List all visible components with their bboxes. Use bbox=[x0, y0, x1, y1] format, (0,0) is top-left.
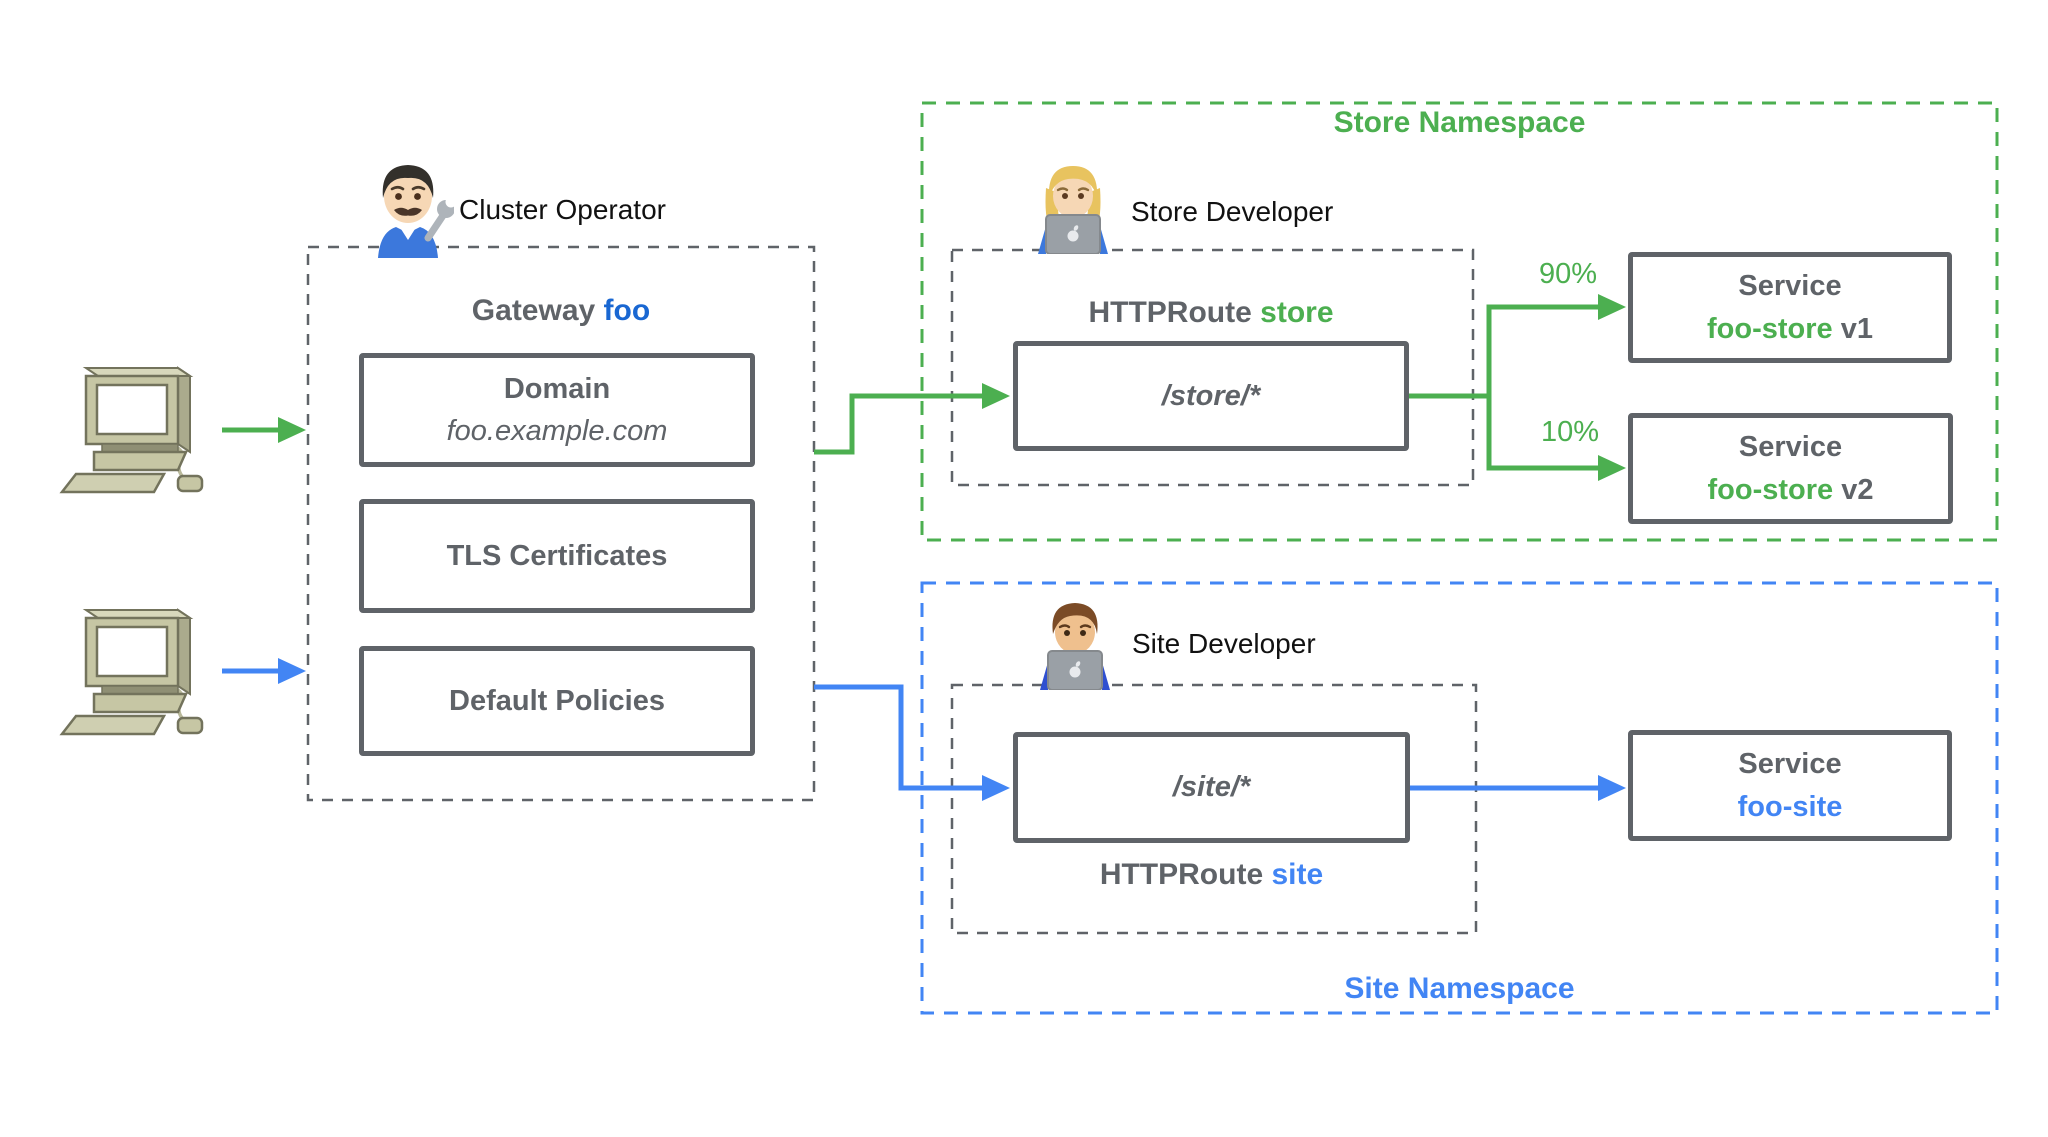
cluster-operator-label: Cluster Operator bbox=[459, 194, 666, 225]
screen bbox=[95, 625, 169, 678]
tls-certificates-label: TLS Certificates bbox=[446, 539, 668, 572]
site-service-arrowhead bbox=[1598, 775, 1626, 801]
site-route-path: /site/* bbox=[1172, 771, 1251, 804]
service-foo-store-v2-box: Service foo-store v2 bbox=[1628, 413, 1953, 524]
client-site-arrowhead bbox=[278, 658, 306, 684]
store-route-path: /store/* bbox=[1161, 379, 1261, 412]
service-version: v2 bbox=[1841, 473, 1874, 506]
store-httproute-kind: HTTPRoute bbox=[1088, 296, 1252, 329]
store-httproute-dashed-box bbox=[950, 248, 1475, 487]
split-90-label: 90% bbox=[1538, 258, 1598, 290]
site-httproute-name: site bbox=[1271, 858, 1324, 891]
domain-box: Domain foo.example.com bbox=[359, 353, 755, 467]
store-httproute-name: store bbox=[1260, 296, 1334, 329]
gateway-site-route-line bbox=[814, 684, 982, 791]
mustache bbox=[394, 207, 422, 216]
store-httproute-label: HTTPRoute store bbox=[1013, 296, 1409, 330]
domain-value: foo.example.com bbox=[446, 415, 668, 447]
tls-certificates-box: TLS Certificates bbox=[359, 499, 755, 613]
service-kind: Service bbox=[1738, 431, 1843, 464]
site-namespace-label: Site Namespace bbox=[1344, 972, 1575, 1005]
service-name: foo-site bbox=[1737, 790, 1843, 823]
desktop-computer-icon bbox=[59, 608, 204, 736]
store-namespace-label: Store Namespace bbox=[1333, 106, 1586, 139]
default-policies-label: Default Policies bbox=[449, 684, 665, 717]
service-name: foo-store bbox=[1707, 473, 1834, 506]
split-90-arrowhead bbox=[1598, 294, 1626, 320]
site-httproute-dashed-box bbox=[950, 683, 1478, 935]
woman-technologist-icon bbox=[1038, 166, 1108, 254]
service-kind: Service bbox=[1738, 748, 1842, 781]
site-namespace-box bbox=[920, 581, 1999, 1015]
gateway-store-route-line bbox=[814, 393, 982, 455]
keyboard bbox=[59, 714, 167, 736]
split-10-arrowhead bbox=[1598, 455, 1626, 481]
store-namespace-box bbox=[920, 101, 1999, 542]
gateway-title: Gateway foo bbox=[308, 294, 814, 328]
store-route-path-box: /store/* bbox=[1013, 341, 1409, 451]
service-kind: Service bbox=[1738, 270, 1842, 303]
wrench bbox=[424, 196, 454, 242]
service-foo-store-v1-box: Service foo-store v1 bbox=[1628, 252, 1952, 363]
man-technologist-icon bbox=[1040, 603, 1110, 690]
split-10-label: 10% bbox=[1540, 416, 1600, 448]
mouse bbox=[176, 474, 204, 493]
domain-label: Domain bbox=[503, 372, 611, 405]
site-route-path-box: /site/* bbox=[1013, 732, 1410, 843]
man-mechanic-icon bbox=[378, 165, 454, 258]
service-version: v1 bbox=[1840, 312, 1873, 345]
gateway-site-route-arrowhead bbox=[982, 775, 1010, 801]
service-foo-site-box: Service foo-site bbox=[1628, 730, 1952, 841]
gateway-dashed-box bbox=[306, 245, 816, 802]
service-name: foo-store bbox=[1707, 312, 1833, 345]
keyboard bbox=[59, 472, 167, 494]
gateway-title-prefix: Gateway bbox=[471, 294, 596, 327]
default-policies-box: Default Policies bbox=[359, 646, 755, 756]
service-name-line: foo-store v2 bbox=[1708, 469, 1874, 511]
gateway-title-name: foo bbox=[603, 294, 651, 327]
screen bbox=[95, 383, 169, 436]
client-store-arrowhead bbox=[278, 417, 306, 443]
gateway-store-route-arrowhead bbox=[982, 383, 1010, 409]
site-httproute-label: HTTPRoute site bbox=[1013, 858, 1410, 892]
mouse bbox=[176, 716, 204, 735]
service-name-line: foo-store v1 bbox=[1707, 308, 1873, 350]
store-developer-label: Store Developer bbox=[1131, 196, 1334, 227]
site-httproute-kind: HTTPRoute bbox=[1099, 858, 1264, 891]
site-developer-label: Site Developer bbox=[1132, 628, 1316, 659]
desktop-computer-icon bbox=[59, 366, 204, 494]
